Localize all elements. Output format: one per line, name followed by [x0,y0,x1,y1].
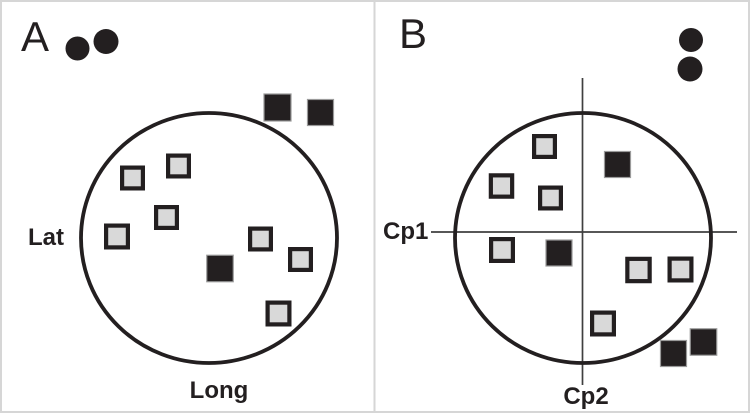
ingroup-square-marker [531,134,557,160]
ingroup-square-marker [265,300,292,327]
ingroup-square-marker [166,153,192,179]
black-square-marker [603,150,632,179]
panel-B-markers [488,28,718,368]
ingroup-square-marker [248,226,274,252]
panel-b-y-axis-label: Cp1 [383,218,428,245]
black-square-marker [206,254,234,283]
outgroup-dot-marker [677,56,703,82]
ingroup-square-marker [667,256,694,283]
black-square-marker [306,98,335,127]
black-square-marker [263,93,292,122]
outgroup-dot-marker [65,36,90,61]
black-square-marker [545,239,573,267]
panel-a-group-circle [79,111,339,365]
ingroup-square-marker [288,247,314,273]
panel-b-x-axis-label: Cp2 [563,383,608,410]
panel-a-x-axis-label: Long [190,377,249,404]
ingroup-square-marker [103,223,130,250]
black-square-marker [659,339,688,368]
panel-a-y-axis-label: Lat [28,224,64,251]
ingroup-square-marker [154,205,180,231]
ingroup-square-marker [489,237,516,264]
panel-a-letter: A [21,13,49,60]
panel-A-markers [65,29,335,327]
black-square-marker [689,328,718,356]
panel-a: A Lat Long [21,13,339,404]
outgroup-dot-marker [679,28,703,52]
panel-b-group-circle [453,111,713,365]
panel-b-letter: B [399,10,427,57]
ingroup-square-marker [537,185,563,211]
ingroup-square-marker [488,173,515,199]
ingroup-square-marker [119,165,145,191]
panel-b: B Cp1 Cp2 [383,10,737,410]
ingroup-square-marker [589,310,616,337]
outgroup-dot-marker [93,29,119,54]
ingroup-square-marker [625,256,652,284]
